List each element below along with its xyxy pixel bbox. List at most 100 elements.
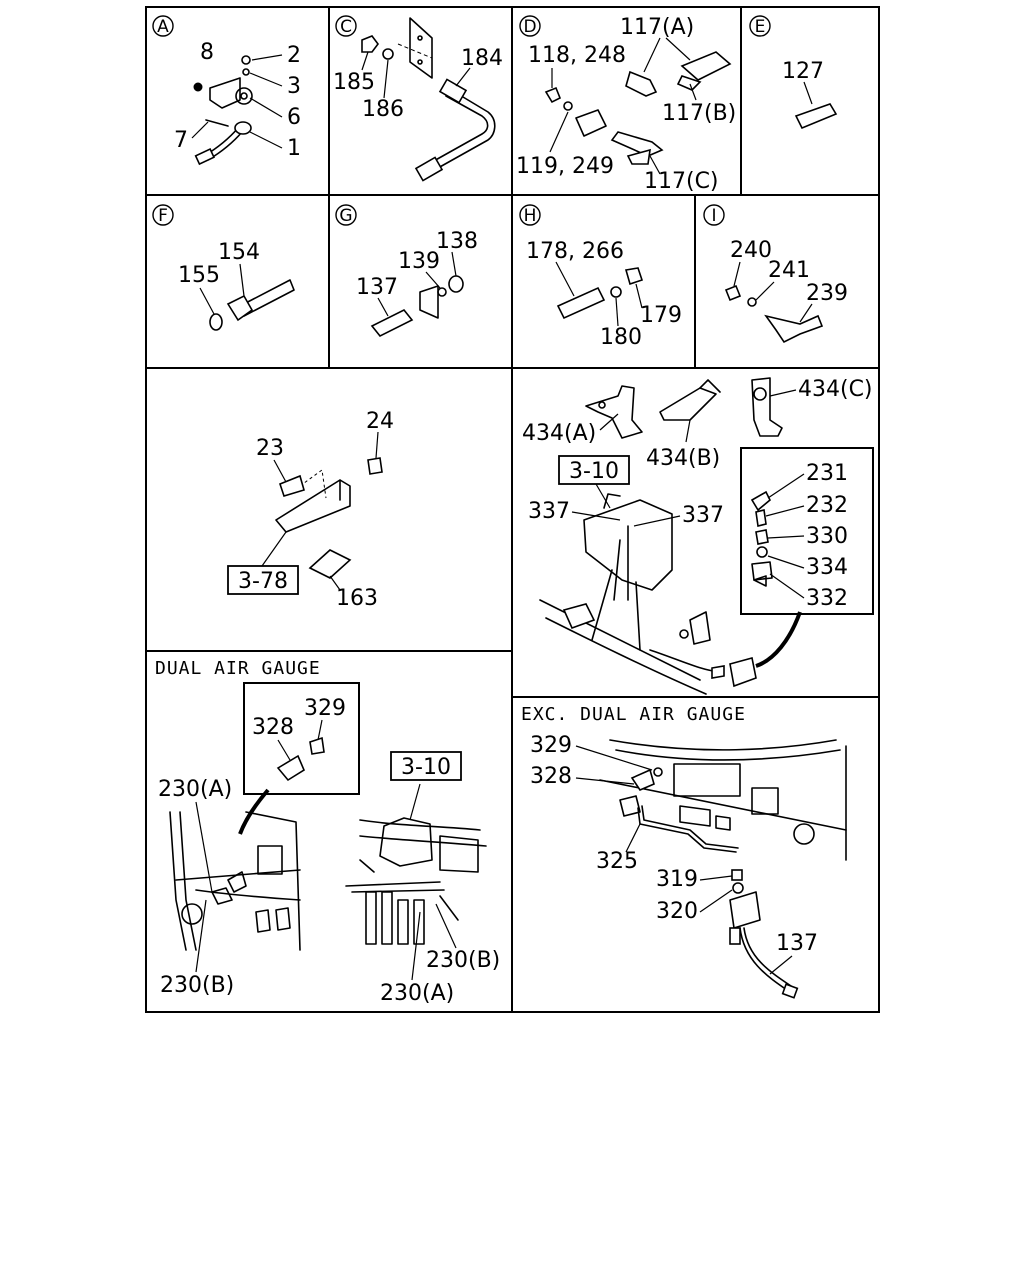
label-230b-left: 230(B) — [160, 973, 234, 998]
label-180: 180 — [600, 325, 642, 350]
section-f: F 154 155 — [152, 204, 295, 331]
label-137-g: 137 — [356, 275, 398, 300]
label-139: 139 — [398, 249, 440, 274]
frame-structure — [539, 493, 757, 695]
cab-structure-exc — [599, 739, 847, 861]
label-240: 240 — [730, 238, 772, 263]
label-319: 319 — [656, 867, 698, 892]
label-1: 1 — [287, 136, 301, 161]
label-337-left: 337 — [528, 499, 570, 524]
bracket-panel: 23 24 3-78 163 — [227, 409, 394, 611]
svg-text:3-10: 3-10 — [569, 459, 619, 484]
label-117b: 117(B) — [662, 101, 736, 126]
label-330: 330 — [806, 524, 848, 549]
label-184: 184 — [461, 46, 503, 71]
svg-text:H: H — [524, 206, 537, 226]
label-231: 231 — [806, 461, 848, 486]
label-329-dual: 329 — [304, 696, 346, 721]
connector-127 — [794, 103, 838, 130]
label-6: 6 — [287, 105, 301, 130]
label-117c: 117(C) — [644, 169, 719, 194]
section-h: H 178, 266 179 180 — [519, 204, 682, 350]
section-e: E 127 — [749, 15, 838, 130]
air-line-assembly — [630, 767, 799, 999]
label-7: 7 — [174, 128, 188, 153]
label-137-exc: 137 — [776, 931, 818, 956]
label-154: 154 — [218, 240, 260, 265]
label-230a-bottom: 230(A) — [380, 981, 454, 1006]
label-2: 2 — [287, 43, 301, 68]
label-8: 8 — [200, 40, 214, 65]
label-328-dual: 328 — [252, 715, 294, 740]
cab-structure-left — [169, 811, 301, 951]
label-230b-right: 230(B) — [426, 948, 500, 973]
svg-text:I: I — [711, 206, 716, 226]
dual-air-gauge-title: DUAL AIR GAUGE — [155, 658, 321, 679]
section-e-badge: E — [749, 15, 771, 37]
label-119-249: 119, 249 — [516, 154, 614, 179]
dual-air-gauge-panel: DUAL AIR GAUGE 329 328 230(A) 230(B) — [155, 658, 500, 1006]
section-i: I 240 241 239 — [703, 204, 848, 344]
section-g: G 138 139 137 — [335, 204, 478, 338]
section-g-badge: G — [335, 204, 357, 226]
section-h-badge: H — [519, 204, 541, 226]
reference-box-3-10-mount: 3-10 — [558, 455, 630, 485]
section-d: D 117(A) 118, 248 117(B) 119, 249 117(C) — [516, 15, 736, 194]
svg-text:3-78: 3-78 — [238, 569, 288, 594]
section-a: A 8 2 3 6 7 1 — [152, 15, 301, 166]
exc-dual-air-gauge-title: EXC. DUAL AIR GAUGE — [521, 704, 746, 725]
label-179: 179 — [640, 303, 682, 328]
svg-text:C: C — [340, 17, 352, 37]
label-332: 332 — [806, 586, 848, 611]
label-118-248: 118, 248 — [528, 43, 626, 68]
svg-text:D: D — [523, 17, 536, 37]
svg-text:F: F — [158, 206, 168, 226]
label-138: 138 — [436, 229, 478, 254]
brake-hose-assembly-a — [193, 55, 253, 166]
label-185: 185 — [333, 70, 375, 95]
label-320: 320 — [656, 899, 698, 924]
label-230a-top: 230(A) — [158, 777, 232, 802]
section-c-badge: C — [335, 15, 357, 37]
label-328-exc: 328 — [530, 764, 572, 789]
section-f-badge: F — [152, 204, 174, 226]
svg-text:3-10: 3-10 — [401, 755, 451, 780]
label-155: 155 — [178, 263, 220, 288]
mounting-bracket — [275, 457, 383, 579]
label-163: 163 — [336, 586, 378, 611]
label-325: 325 — [596, 849, 638, 874]
clip-434c — [751, 377, 783, 437]
clip-434a — [585, 385, 643, 439]
section-c: C 184 185 186 — [333, 15, 503, 182]
section-a-badge: A — [152, 15, 174, 37]
grid-frame — [145, 6, 880, 1013]
pipe-assembly-f — [209, 279, 295, 331]
svg-text:E: E — [755, 17, 766, 37]
label-434c: 434(C) — [798, 377, 873, 402]
label-127: 127 — [782, 59, 824, 84]
label-434a: 434(A) — [522, 421, 596, 446]
tee-fitting-i — [724, 284, 824, 344]
label-329-exc: 329 — [530, 733, 572, 758]
clamp-434b — [659, 379, 721, 421]
label-239: 239 — [806, 281, 848, 306]
label-232: 232 — [806, 493, 848, 518]
label-434b: 434(B) — [646, 446, 720, 471]
mount-panel: 434(A) 434(B) 434(C) 3-10 337 337 — [522, 377, 874, 695]
label-337-right: 337 — [682, 503, 724, 528]
section-d-badge: D — [519, 15, 541, 37]
svg-text:G: G — [339, 206, 352, 226]
label-117a: 117(A) — [620, 15, 694, 40]
valve-assembly-right — [345, 817, 487, 945]
reference-box-3-78: 3-78 — [227, 565, 299, 595]
section-i-badge: I — [703, 204, 725, 226]
label-178-266: 178, 266 — [526, 239, 624, 264]
svg-text:A: A — [157, 17, 169, 37]
connector-assembly-h — [556, 267, 644, 320]
reference-box-3-10-dual: 3-10 — [390, 751, 462, 781]
hose-bracket-c — [361, 17, 496, 182]
detail-inset-air-fitting — [740, 447, 874, 668]
label-3: 3 — [287, 74, 301, 99]
label-334: 334 — [806, 555, 848, 580]
